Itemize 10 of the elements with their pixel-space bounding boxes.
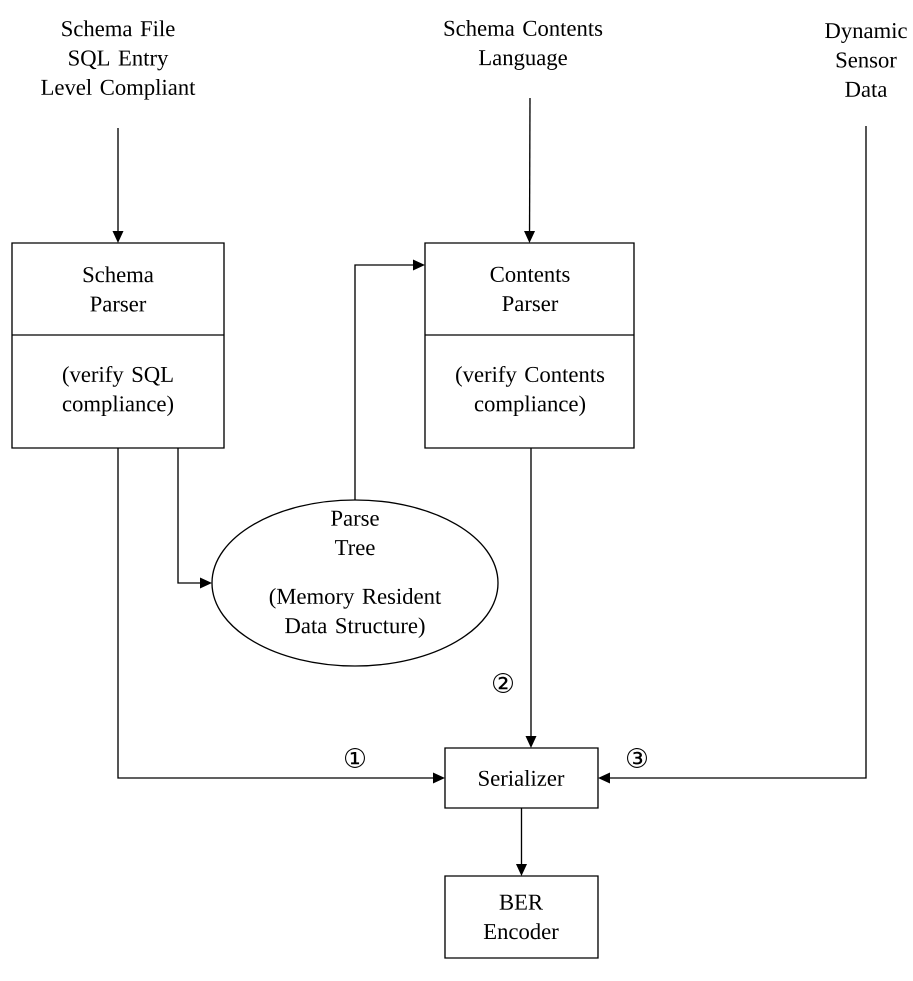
edge-label: ③	[624, 746, 650, 770]
edge-label: ①	[342, 746, 368, 770]
parser-box: Contents Parser (verify Contents compliance)	[424, 242, 635, 449]
edge-label: ②	[490, 672, 516, 694]
process-box: BER Encoder	[444, 875, 599, 959]
parser-box: Schema Parser (verify SQL compliance)	[11, 242, 225, 449]
process-box: Serializer	[444, 747, 599, 809]
input-label: Dynamic Sensor Data	[825, 23, 907, 97]
input-label: Schema File SQL Entry Level Compliant	[41, 20, 196, 100]
input-label: Schema Contents Language	[444, 20, 602, 70]
